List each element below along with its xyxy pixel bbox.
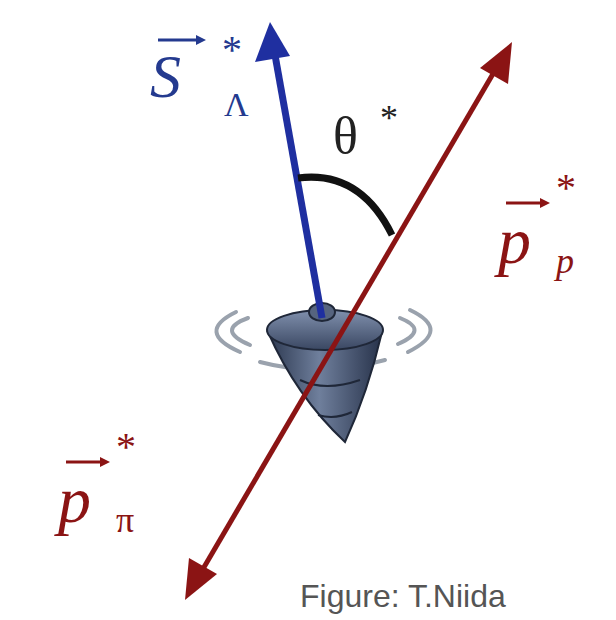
angle-symbol: θ	[333, 110, 358, 162]
subscript: p	[556, 243, 574, 279]
star-mark: *	[116, 427, 136, 467]
spin-arrow	[255, 22, 322, 318]
figure-caption: Figure: T.Niida	[300, 580, 506, 612]
vector-symbol: p	[58, 467, 91, 533]
star-mark: *	[380, 100, 398, 136]
star-mark: *	[556, 168, 576, 208]
subscript: Λ	[224, 88, 249, 122]
subscript: π	[116, 502, 134, 538]
spinning-top	[267, 303, 383, 442]
momentum-arrow	[185, 42, 512, 600]
vector-marks	[66, 35, 550, 467]
vector-symbol: p	[498, 208, 531, 274]
vector-symbol: S	[150, 45, 181, 107]
angle-arc	[298, 177, 392, 235]
star-mark: *	[222, 30, 242, 70]
